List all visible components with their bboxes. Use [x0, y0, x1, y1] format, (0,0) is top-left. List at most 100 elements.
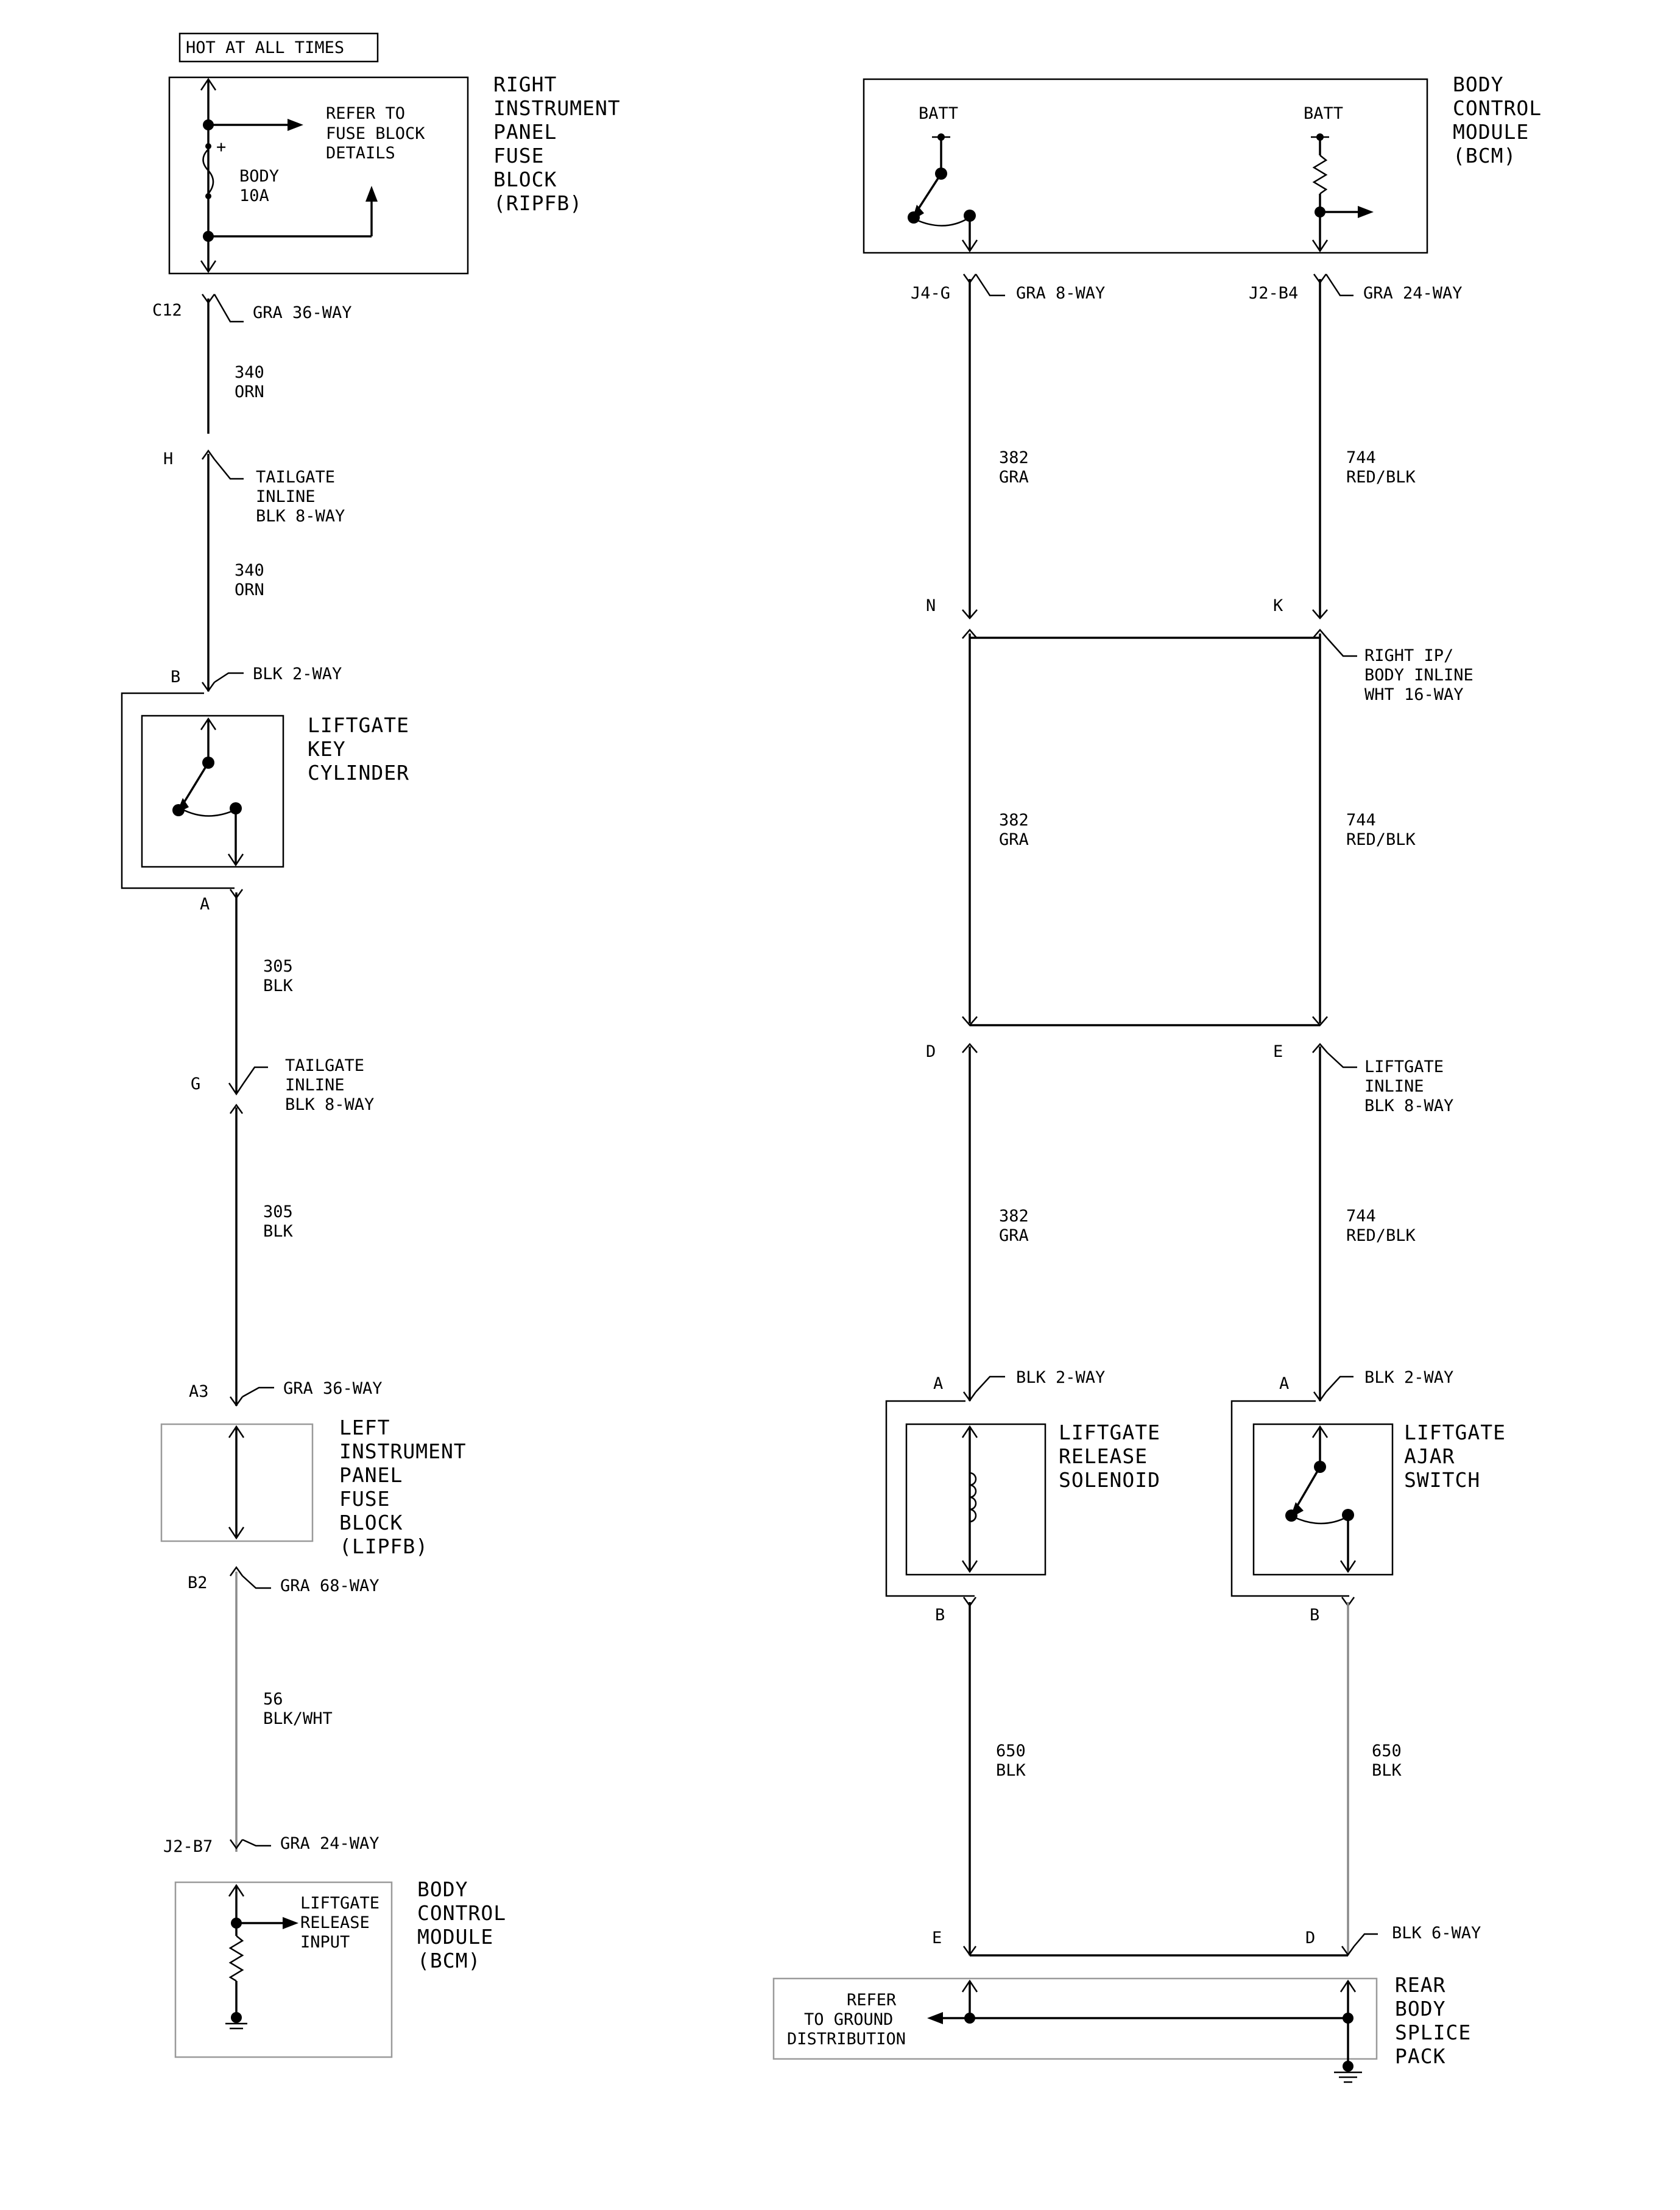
- svg-text:382: 382: [999, 811, 1029, 830]
- svg-text:BLK 6-WAY: BLK 6-WAY: [1392, 1924, 1481, 1943]
- svg-text:BODY: BODY: [1395, 1997, 1445, 2021]
- svg-text:BODY: BODY: [417, 1877, 468, 1901]
- connector-j4-g: J4-G GRA 8-WAY: [911, 274, 1105, 303]
- svg-text:LIFTGATE: LIFTGATE: [1404, 1421, 1506, 1444]
- svg-text:D: D: [1305, 1929, 1315, 1947]
- svg-text:A: A: [1279, 1374, 1289, 1393]
- svg-text:RIGHT: RIGHT: [493, 72, 557, 96]
- svg-text:INSTRUMENT: INSTRUMENT: [339, 1439, 467, 1463]
- connector-n: N: [926, 596, 978, 639]
- wire-label-744-red-blk-3: 744 RED/BLK: [1346, 1207, 1416, 1245]
- wire-label-382-gra-3: 382 GRA: [999, 1207, 1029, 1245]
- svg-text:B: B: [171, 668, 180, 687]
- svg-text:TAILGATE: TAILGATE: [285, 1056, 364, 1075]
- svg-text:CONTROL: CONTROL: [417, 1901, 506, 1925]
- svg-text:RED/BLK: RED/BLK: [1346, 830, 1416, 849]
- svg-text:RED/BLK: RED/BLK: [1346, 1226, 1416, 1245]
- svg-text:N: N: [926, 596, 936, 615]
- svg-text:BLK 2-WAY: BLK 2-WAY: [1016, 1368, 1105, 1387]
- connector-a3: A3 GRA 36-WAY: [189, 1379, 383, 1407]
- svg-text:LIFTGATE: LIFTGATE: [308, 713, 409, 737]
- wire-label-56-blk-wht: 56 BLK/WHT: [263, 1690, 333, 1728]
- svg-text:RELEASE: RELEASE: [1059, 1444, 1148, 1468]
- wire-label-305-blk-2: 305 BLK: [263, 1202, 294, 1241]
- svg-text:INLINE: INLINE: [285, 1076, 345, 1095]
- svg-text:BLK: BLK: [996, 1761, 1026, 1780]
- svg-text:56: 56: [263, 1690, 283, 1709]
- wire-label-650-blk-2: 650 BLK: [1372, 1742, 1402, 1780]
- svg-text:LIFTGATE: LIFTGATE: [1059, 1421, 1160, 1444]
- svg-text:650: 650: [996, 1742, 1026, 1760]
- connector-g-tailgate-inline: G TAILGATE INLINE BLK 8-WAY: [191, 1056, 374, 1114]
- svg-text:FUSE BLOCK: FUSE BLOCK: [326, 124, 425, 143]
- wire-label-744-red-blk-2: 744 RED/BLK: [1346, 811, 1416, 849]
- svg-text:KEY: KEY: [308, 737, 346, 761]
- connector-b2: B2 GRA 68-WAY: [188, 1566, 379, 1595]
- svg-text:H: H: [163, 450, 173, 468]
- svg-text:HOT AT ALL TIMES: HOT AT ALL TIMES: [186, 38, 344, 57]
- svg-text:J4-G: J4-G: [911, 284, 950, 303]
- svg-text:GRA 68-WAY: GRA 68-WAY: [280, 1576, 379, 1595]
- svg-text:INLINE: INLINE: [1364, 1077, 1424, 1096]
- wire-label-382-gra-2: 382 GRA: [999, 811, 1029, 849]
- svg-text:744: 744: [1346, 811, 1376, 830]
- svg-text:GRA: GRA: [999, 468, 1029, 487]
- connector-d-splice-pack: D BLK 6-WAY: [1305, 1924, 1481, 1957]
- svg-text:SWITCH: SWITCH: [1404, 1468, 1480, 1492]
- svg-text:PANEL: PANEL: [493, 120, 557, 144]
- svg-text:INPUT: INPUT: [300, 1933, 350, 1952]
- wire-label-744-red-blk-1: 744 RED/BLK: [1346, 448, 1416, 487]
- svg-text:GRA 24-WAY: GRA 24-WAY: [1363, 284, 1463, 303]
- svg-text:10A: 10A: [239, 186, 269, 205]
- svg-text:BATT: BATT: [919, 104, 958, 123]
- svg-text:DETAILS: DETAILS: [326, 144, 395, 163]
- svg-text:LIFTGATE: LIFTGATE: [300, 1894, 379, 1913]
- svg-text:K: K: [1273, 596, 1283, 615]
- svg-text:BATT: BATT: [1304, 104, 1343, 123]
- svg-text:(BCM): (BCM): [417, 1949, 481, 1972]
- svg-text:FUSE: FUSE: [493, 144, 544, 168]
- connector-c12: C12 GRA 36-WAY: [152, 294, 352, 323]
- svg-text:B: B: [1310, 1606, 1319, 1625]
- svg-text:J2-B7: J2-B7: [163, 1837, 213, 1856]
- svg-text:RED/BLK: RED/BLK: [1346, 468, 1416, 487]
- svg-text:GRA: GRA: [999, 830, 1029, 849]
- svg-text:INLINE: INLINE: [256, 487, 316, 506]
- svg-text:GRA 36-WAY: GRA 36-WAY: [283, 1379, 383, 1398]
- svg-text:INSTRUMENT: INSTRUMENT: [493, 96, 621, 120]
- svg-text:G: G: [191, 1075, 200, 1093]
- svg-text:TAILGATE: TAILGATE: [256, 468, 335, 487]
- svg-text:CONTROL: CONTROL: [1453, 96, 1542, 120]
- right-instrument-panel-fuse-block: + BODY 10A REFER TO FUSE BLOCK DETAILS R…: [168, 72, 621, 275]
- svg-text:RELEASE: RELEASE: [300, 1913, 370, 1932]
- svg-text:A: A: [933, 1374, 943, 1393]
- svg-text:ORN: ORN: [235, 383, 264, 401]
- svg-text:SOLENOID: SOLENOID: [1059, 1468, 1160, 1492]
- svg-text:SPLICE: SPLICE: [1395, 2021, 1471, 2044]
- svg-text:MODULE: MODULE: [1453, 120, 1529, 144]
- svg-text:E: E: [1273, 1042, 1283, 1061]
- svg-text:BLK 2-WAY: BLK 2-WAY: [1364, 1368, 1453, 1387]
- svg-text:GRA 8-WAY: GRA 8-WAY: [1016, 284, 1105, 303]
- svg-text:GRA: GRA: [999, 1226, 1029, 1245]
- connector-a-ajar-switch: A BLK 2-WAY: [1279, 1368, 1453, 1402]
- svg-text:RIGHT IP/: RIGHT IP/: [1364, 646, 1453, 665]
- svg-text:+: +: [216, 138, 226, 157]
- svg-text:AJAR: AJAR: [1404, 1444, 1455, 1468]
- body-control-module-right: BATT BATT BODY CONTROL MODULE (BCM): [863, 72, 1542, 254]
- svg-text:BLOCK: BLOCK: [339, 1511, 403, 1534]
- svg-text:305: 305: [263, 957, 293, 976]
- svg-text:340: 340: [235, 561, 264, 580]
- svg-text:382: 382: [999, 448, 1029, 467]
- wire-label-340-orn-1: 340 ORN: [235, 363, 264, 401]
- svg-text:TO GROUND: TO GROUND: [804, 2010, 893, 2029]
- svg-text:LEFT: LEFT: [339, 1416, 390, 1439]
- svg-text:BODY: BODY: [1453, 72, 1503, 96]
- left-instrument-panel-fuse-block: LEFT INSTRUMENT PANEL FUSE BLOCK (LIPFB): [160, 1416, 467, 1558]
- hot-at-all-times-label: HOT AT ALL TIMES: [178, 32, 379, 63]
- svg-text:REFER: REFER: [847, 1991, 897, 2010]
- svg-text:CYLINDER: CYLINDER: [308, 761, 409, 785]
- svg-text:BODY INLINE: BODY INLINE: [1364, 666, 1474, 685]
- rear-body-splice-pack: REFER TO GROUND DISTRIBUTION REAR BODY S…: [772, 1973, 1471, 2083]
